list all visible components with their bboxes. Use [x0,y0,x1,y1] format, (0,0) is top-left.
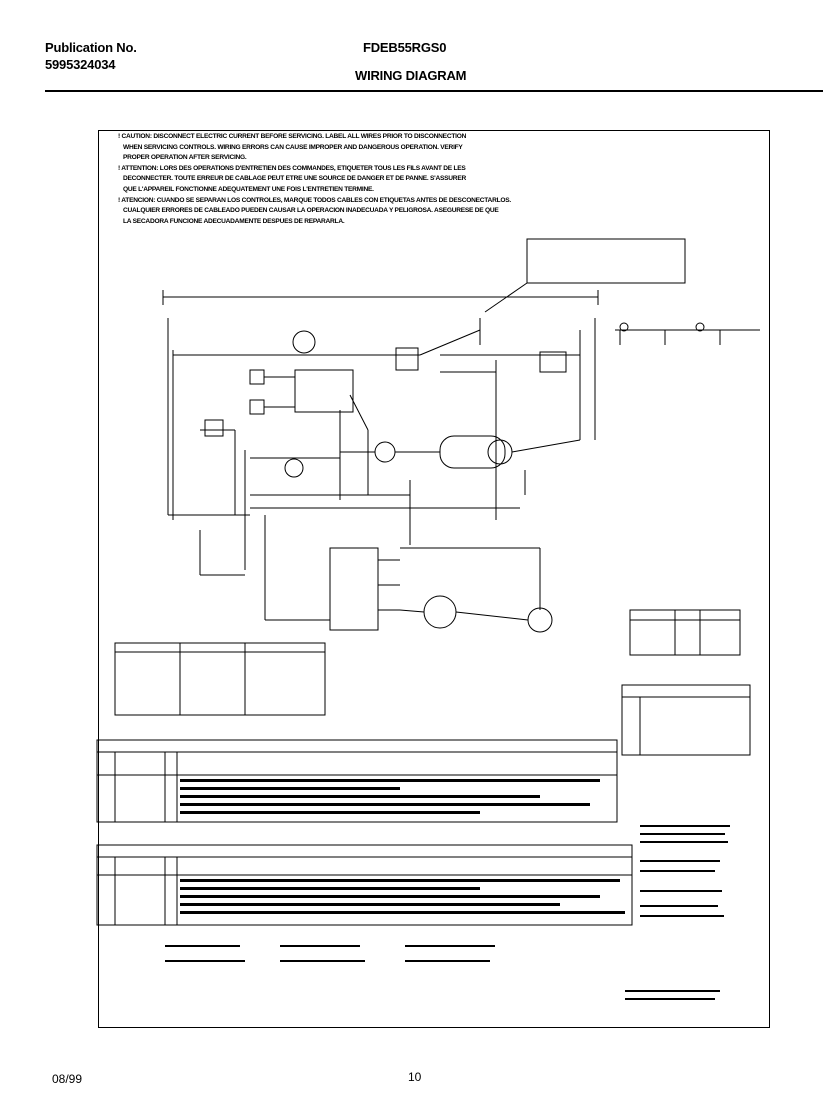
footer-date: 08/99 [52,1072,83,1086]
page-number: 10 [408,1070,422,1084]
caution-en-3: PROPER OPERATION AFTER SERVICING. [123,154,247,162]
caution-es-3: LA SECADORA FUNCIONE ADECUADAMENTE DESPU… [123,217,345,225]
page-title: WIRING DIAGRAM [355,68,467,83]
caution-fr-2: DECONNECTER. TOUTE ERREUR DE CABLAGE PEU… [123,175,466,183]
header-rule [45,90,823,92]
caution-en-2: WHEN SERVICING CONTROLS. WIRING ERRORS C… [123,143,463,151]
caution-notice: ! CAUTION: DISCONNECT ELECTRIC CURRENT B… [118,132,588,227]
publication-label: Publication No. [45,40,137,55]
caution-en-1: ! CAUTION: DISCONNECT ELECTRIC CURRENT B… [118,133,467,140]
model-number: FDEB55RGS0 [363,40,447,55]
caution-fr-1: ! ATTENTION: LORS DES OPERATIONS D'ENTRE… [118,164,466,172]
publication-number: 5995324034 [45,57,116,72]
caution-es-2: CUALQUIER ERRORES DE CABLEADO PUEDEN CAU… [123,207,499,215]
diagram-frame [98,130,770,1028]
caution-es-1: ! ATENCION: CUANDO SE SEPARAN LOS CONTRO… [118,196,511,204]
caution-fr-3: QUE L'APPAREIL FONCTIONNE ADEQUATEMENT U… [123,185,374,193]
